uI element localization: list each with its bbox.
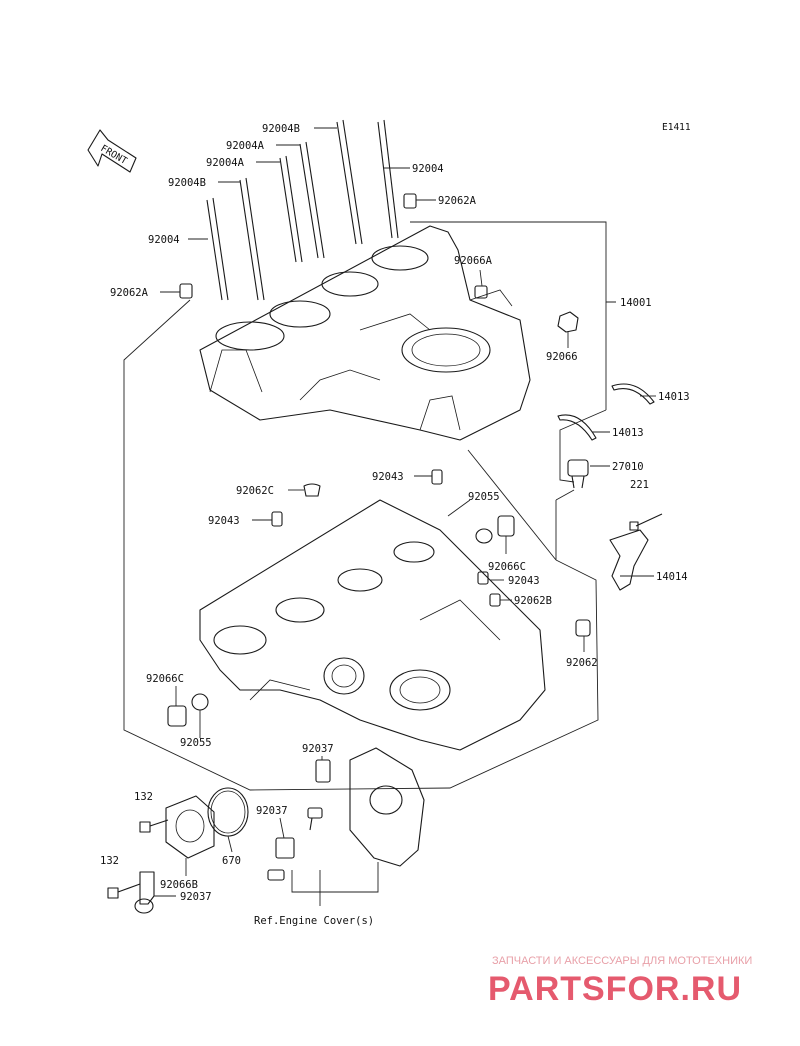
label-92037-mid: 92037 <box>256 805 288 817</box>
label-92055-top: 92055 <box>468 491 500 503</box>
dowel-pin-92062A-top <box>403 193 417 209</box>
dowel-92043-right <box>477 571 489 585</box>
plug-92062 <box>575 619 591 637</box>
engine-cover <box>267 747 425 881</box>
label-92066B: 92066B <box>160 879 198 891</box>
bracket-14014 <box>609 513 663 591</box>
label-92004B-top: 92004B <box>262 123 300 135</box>
oring-92055-top <box>475 528 493 544</box>
label-92043-right: 92043 <box>508 575 540 587</box>
label-92066C-right: 92066C <box>488 561 526 573</box>
label-92037-bot: 92037 <box>180 891 212 903</box>
label-14014: 14014 <box>656 571 688 583</box>
label-92062: 92062 <box>566 657 598 669</box>
dowel-92062B <box>489 593 501 607</box>
lower-crankcase <box>199 499 546 751</box>
bearing-14013-b <box>557 414 597 441</box>
label-92062A-left: 92062A <box>110 287 149 299</box>
studs <box>206 119 399 301</box>
frame-upper <box>410 221 616 303</box>
leader-lines <box>154 127 656 897</box>
watermark-tagline: ЗАПЧАСТИ И АКСЕССУАРЫ ДЛЯ МОТОТЕХНИКИ <box>492 955 752 967</box>
label-92037-top: 92037 <box>302 743 334 755</box>
label-132-top: 132 <box>134 791 153 803</box>
label-92004B-2: 92004B <box>168 177 206 189</box>
diagram-code: E1411 <box>662 122 691 133</box>
front-arrow-icon: FRONT <box>87 129 137 173</box>
plug-92066A <box>474 285 488 299</box>
dowel-92043-left <box>271 511 283 527</box>
bolt-132-bot <box>107 883 141 899</box>
front-label: FRONT <box>99 143 130 167</box>
label-92004-right: 92004 <box>412 163 444 175</box>
label-92043-left: 92043 <box>208 515 240 527</box>
dowel-92043-top <box>431 469 443 485</box>
watermark-brand: PARTSFOR.RU <box>488 970 742 1008</box>
bolt-132-top <box>139 819 169 833</box>
label-92062B: 92062B <box>514 595 552 607</box>
dowel-pin-92062A-left <box>179 283 193 299</box>
label-92066A: 92066A <box>454 255 493 267</box>
plug-92066C-left <box>167 705 187 727</box>
plug-92062C <box>303 483 321 497</box>
label-14001: 14001 <box>620 297 652 309</box>
oring-92055-left <box>191 693 209 711</box>
plug-92066C-right <box>497 515 515 537</box>
label-92062A-top: 92062A <box>438 195 477 207</box>
ref-engine-cover-note: Ref.Engine Cover(s) <box>254 915 374 927</box>
label-92062C: 92062C <box>236 485 274 497</box>
label-92004-left: 92004 <box>148 234 180 246</box>
label-92043-top: 92043 <box>372 471 404 483</box>
label-92055-left: 92055 <box>180 737 212 749</box>
label-92004A-2: 92004A <box>206 157 245 169</box>
label-14013-a: 14013 <box>658 391 690 403</box>
label-670: 670 <box>222 855 241 867</box>
label-92004A-1: 92004A <box>226 140 265 152</box>
clamp-92037-bot <box>134 871 155 914</box>
label-92066: 92066 <box>546 351 578 363</box>
plug-92066 <box>557 311 579 333</box>
upper-crankcase <box>199 225 531 441</box>
label-27010: 27010 <box>612 461 644 473</box>
label-221: 221 <box>630 479 649 491</box>
label-14013-b: 14013 <box>612 427 644 439</box>
bearing-14013-a <box>611 383 655 405</box>
oil-cover-92066B <box>165 795 215 859</box>
switch-27010 <box>567 459 589 489</box>
label-92066C-left: 92066C <box>146 673 184 685</box>
label-132-bot: 132 <box>100 855 119 867</box>
